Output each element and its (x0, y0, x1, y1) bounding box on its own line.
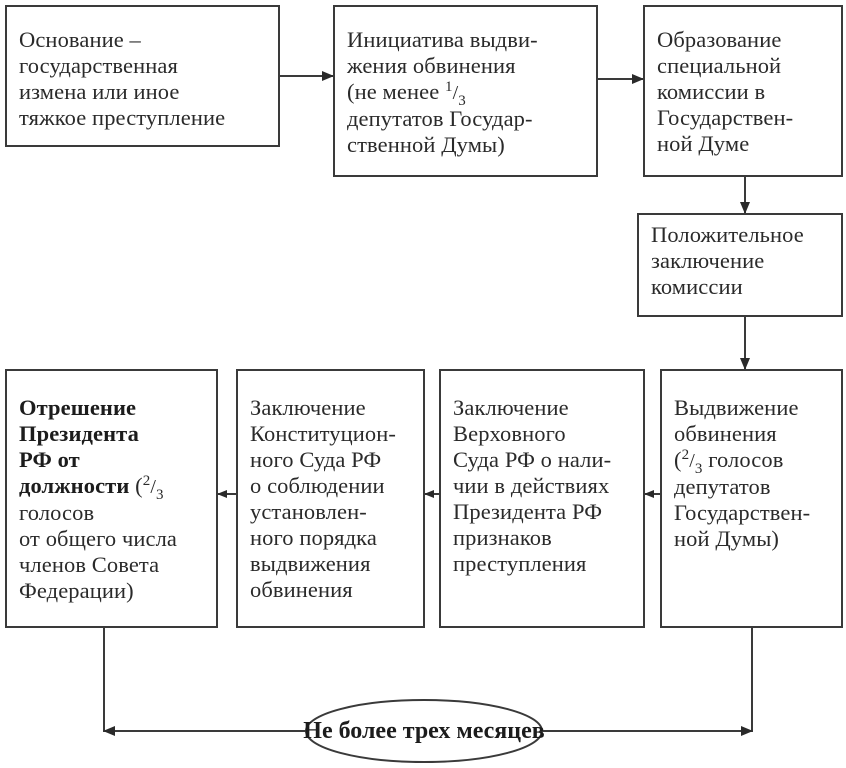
node-text-line: государственная (19, 53, 178, 78)
node-text-line: ного порядка (250, 525, 377, 550)
node-text-line: членов Совета (19, 552, 160, 577)
node-positive-conclusion: Положительное заключение комиссии (637, 213, 843, 317)
node-text-line: тяжкое преступление (19, 105, 226, 130)
fraction-slash: / (150, 476, 156, 498)
node-text-line: комиссии в (657, 79, 766, 104)
node-supreme-court: Заключение Верховного Суда РФ о нали- чи… (439, 369, 645, 628)
node-text-line: Президента РФ (453, 499, 603, 524)
text-open-paren: ( (129, 473, 143, 498)
fraction-slash: / (689, 450, 695, 472)
node-removal: Отрешение Президента РФ от должности (2/… (5, 369, 218, 628)
node-commission: Образование специальной комиссии в Госуд… (643, 5, 843, 177)
time-limit-label: Не более трех месяцев (303, 717, 545, 744)
text-bold: должности (19, 473, 130, 498)
node-text-line: измена или иное (19, 79, 180, 104)
node-initiative: Инициатива выдви- жения обвинения (не ме… (333, 5, 598, 177)
node-text-line-bold: Отрешение (19, 395, 137, 420)
node-text-line-with-fraction: должности (2/3 (19, 473, 206, 503)
node-text-line: ного Суда РФ (250, 447, 382, 472)
node-text-line-bold: РФ от (19, 447, 80, 472)
node-text-line: чии в действиях (453, 473, 610, 498)
node-text-line: Государствен- (674, 500, 811, 525)
fraction-numerator: 1 (445, 79, 453, 95)
node-text-line: Заключение (453, 395, 569, 420)
node-text-line: Федерации) (19, 578, 134, 603)
node-text-line: депутатов (674, 474, 771, 499)
node-text-line: депутатов Государ- (347, 106, 533, 131)
node-text-line: жения обвинения (347, 53, 516, 78)
fraction-denominator: 3 (156, 487, 164, 503)
node-text-line: Положительное (651, 222, 804, 247)
node-constitutional-court: Заключение Конституцион- ного Суда РФ о … (236, 369, 425, 628)
node-text-line: Конституцион- (250, 421, 396, 446)
text-suffix: голосов (702, 447, 784, 472)
text-open-paren: ( (674, 447, 682, 472)
node-text-line: Заключение (250, 395, 366, 420)
time-limit-oval (305, 699, 543, 763)
node-text-line: обвинения (674, 421, 777, 446)
text-prefix: (не менее (347, 79, 446, 104)
node-text-line: Суда РФ о нали- (453, 447, 612, 472)
node-text-line: обвинения (250, 577, 353, 602)
fraction-slash: / (452, 82, 459, 104)
node-text-line: Основание – (19, 27, 141, 52)
node-text-line: Образование (657, 27, 782, 52)
node-text-line: преступления (453, 551, 587, 576)
node-charge: Выдвижение обвинения (2/3 голосов депута… (660, 369, 843, 628)
node-text-line: заключение (651, 248, 765, 273)
node-text-line-with-fraction: (2/3 голосов (674, 447, 831, 477)
fraction-numerator: 2 (142, 473, 151, 489)
node-text-line: специальной (657, 53, 782, 78)
node-text-line: о соблюдении (250, 473, 385, 498)
node-text-line: установлен- (250, 499, 367, 524)
node-text-line: Выдвижение (674, 395, 799, 420)
fraction-numerator: 2 (681, 447, 690, 463)
node-text-line: от общего числа (19, 526, 178, 551)
fraction-denominator: 3 (458, 93, 466, 109)
node-text-line: комиссии (651, 274, 743, 299)
node-text-line: ной Думе (657, 131, 750, 156)
node-text-line: Верховного (453, 421, 566, 446)
node-text-line: ной Думы) (674, 526, 780, 551)
node-text-line: выдвижения (250, 551, 371, 576)
node-text-line: голосов (19, 500, 95, 525)
fraction-denominator: 3 (694, 461, 703, 477)
node-text-line-bold: Президента (19, 421, 139, 446)
node-text-line: Государствен- (657, 105, 794, 130)
node-basis: Основание – государственная измена или и… (5, 5, 280, 147)
node-text-line: ственной Думы) (347, 132, 505, 157)
node-text-line-with-fraction: (не менее 1/3 (347, 79, 586, 109)
node-text-line: Инициатива выдви- (347, 27, 538, 52)
node-text-line: признаков (453, 525, 552, 550)
